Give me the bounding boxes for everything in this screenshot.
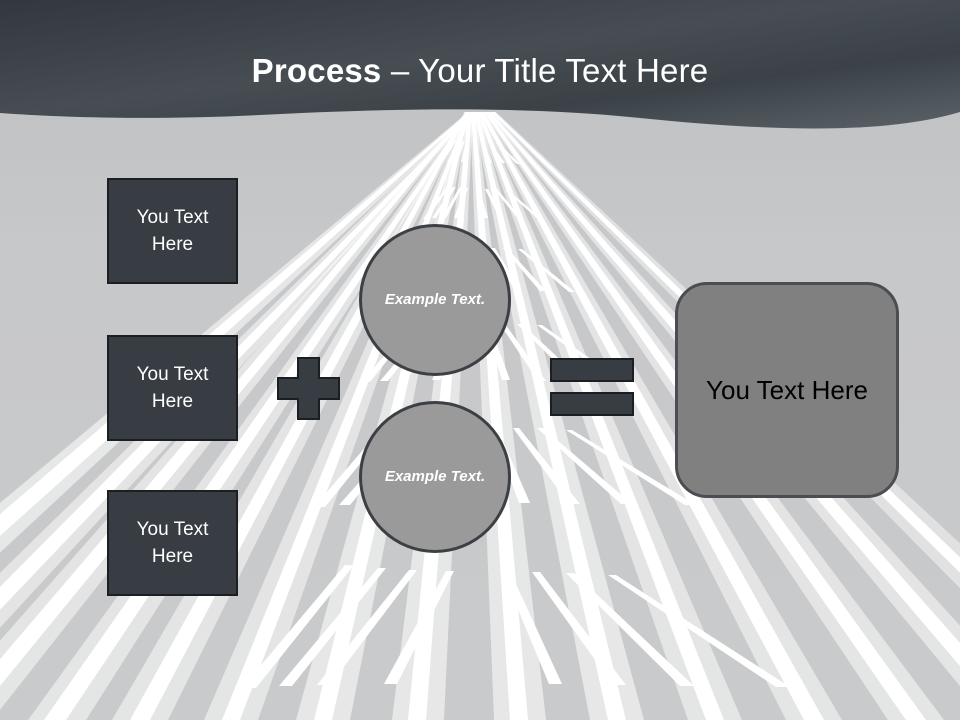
page-title: Process – Your Title Text Here — [0, 50, 960, 92]
input-box-1[interactable]: You Text Here — [107, 178, 238, 284]
plus-sign-icon — [277, 357, 340, 420]
page-title-rest: – Your Title Text Here — [381, 52, 709, 89]
example-circle-1[interactable]: Example Text. — [359, 224, 511, 376]
equals-sign-icon — [550, 358, 634, 416]
page-title-bold-part: Process — [251, 52, 382, 89]
input-box-3[interactable]: You Text Here — [107, 490, 238, 596]
input-box-2[interactable]: You Text Here — [107, 335, 238, 441]
example-circle-2[interactable]: Example Text. — [359, 401, 511, 553]
slide-header-banner — [0, 0, 960, 140]
result-box[interactable]: You Text Here — [675, 282, 899, 498]
